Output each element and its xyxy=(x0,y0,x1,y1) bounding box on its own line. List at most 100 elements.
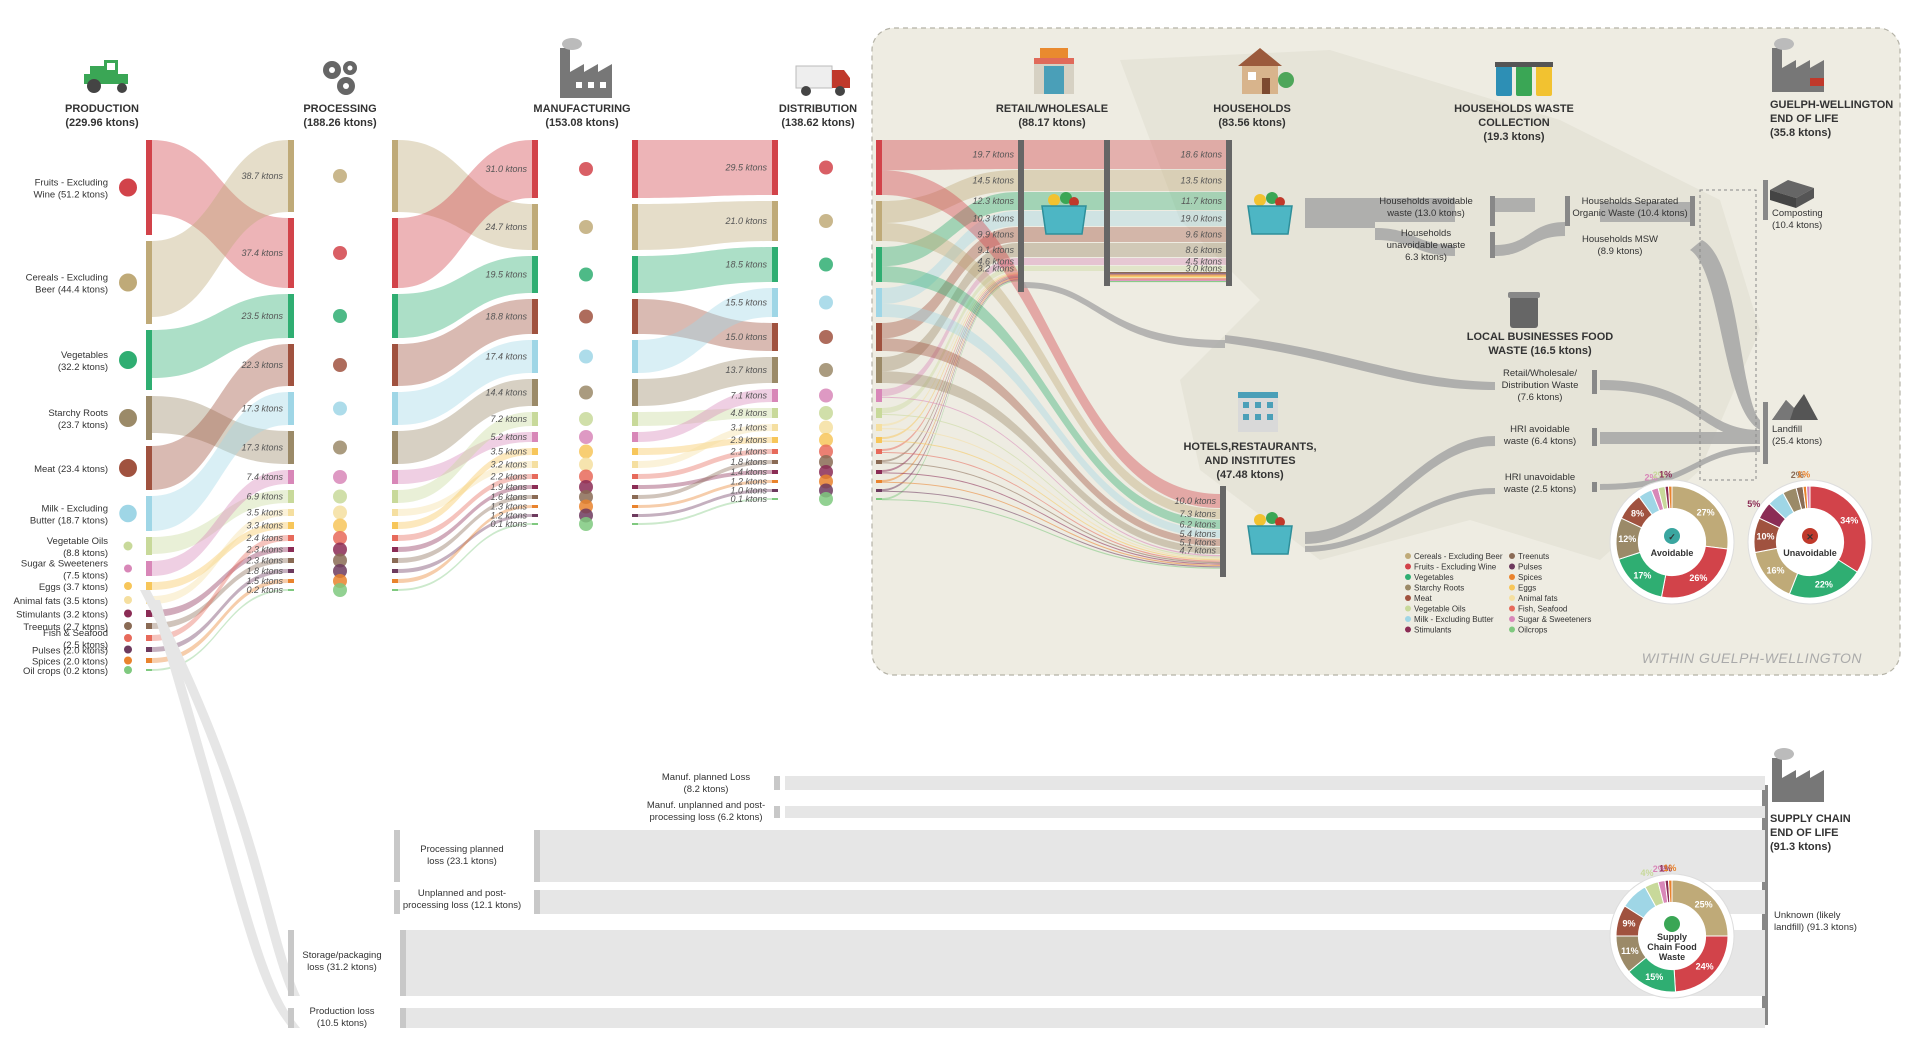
processing-out-bar-vegetables xyxy=(392,294,398,338)
distribution-out-bar-vegetables xyxy=(876,247,882,282)
svg-text:waste (13.0 ktons): waste (13.0 ktons) xyxy=(1386,208,1465,219)
flow-distribution-hri-meat xyxy=(882,338,1220,546)
households-right-bar xyxy=(1226,140,1232,286)
processing-value: 17.3 ktons xyxy=(241,404,283,414)
starchy-icon xyxy=(119,409,137,427)
distribution-value: 1.2 ktons xyxy=(730,477,767,487)
processing-out-bar-oilcrops xyxy=(392,589,398,591)
production-label: Wine (51.2 ktons) xyxy=(34,190,108,201)
processing-out-bar-treenuts xyxy=(392,558,398,563)
processing-value: 3.5 ktons xyxy=(246,508,283,518)
supply-center-label: Supply xyxy=(1657,932,1687,942)
flow-production-eggs xyxy=(152,522,288,590)
distribution-out-bar-pulses xyxy=(876,489,882,492)
flow-processing-oils xyxy=(398,412,532,503)
check-mark: ✓ xyxy=(1668,532,1676,542)
production-bar-vegetables xyxy=(146,330,152,390)
hri-value: 6.2 ktons xyxy=(1179,520,1216,530)
processing-in-bar-oilcrops xyxy=(288,589,294,591)
svg-text:waste (6.4 ktons): waste (6.4 ktons) xyxy=(1503,436,1576,447)
processing-out-bar-pulses xyxy=(392,569,398,573)
manufacturing-value: 31.0 ktons xyxy=(485,164,527,174)
household-band-cereals xyxy=(1110,170,1230,191)
compost-icon xyxy=(1770,180,1814,208)
manufacturing-in-bar-eggs xyxy=(532,448,538,455)
svg-text:LOCAL BUSINESSES FOOD: LOCAL BUSINESSES FOOD xyxy=(1467,331,1614,343)
supply-pct-label: 24% xyxy=(1696,962,1714,972)
oils-icon xyxy=(819,406,833,420)
households-value: 18.6 ktons xyxy=(1180,150,1222,160)
manufacturing-in-bar-spices xyxy=(532,505,538,508)
flow-processing-fruits xyxy=(398,140,532,288)
manufacturing-title: MANUFACTURING xyxy=(533,103,630,115)
flow-production-vegetables xyxy=(152,294,288,378)
processing-in-bar-fish xyxy=(288,535,294,541)
hri-value: 7.3 ktons xyxy=(1179,509,1216,519)
avoidable-pct-label: 2% xyxy=(1644,472,1657,482)
svg-text:(7.6 ktons): (7.6 ktons) xyxy=(1518,392,1563,403)
milk-icon xyxy=(819,295,833,310)
legend-swatch-spices xyxy=(1509,574,1515,580)
loss-nodes xyxy=(288,776,780,1028)
stimulants-icon xyxy=(579,480,593,494)
legend-label: Animal fats xyxy=(1518,594,1558,603)
fish-icon xyxy=(819,444,833,459)
svg-text:processing loss (12.1 ktons): processing loss (12.1 ktons) xyxy=(403,900,521,911)
meat-icon xyxy=(819,330,833,344)
svg-text:(25.4 ktons): (25.4 ktons) xyxy=(1772,436,1822,447)
avoidable-pct-label: 27% xyxy=(1697,507,1715,517)
production-label: Fruits - Excluding xyxy=(35,178,108,189)
legend-swatch-fats xyxy=(1509,595,1515,601)
processing-in-bar-stimulants xyxy=(288,547,294,552)
production-bar-sugar xyxy=(146,561,152,576)
gweol-title2: END OF LIFE xyxy=(1770,113,1838,125)
flow-distribution-retail-sugar xyxy=(882,258,1018,397)
vegetables-icon xyxy=(579,267,593,282)
manufacturing-value: 19.5 ktons xyxy=(485,270,527,280)
production-bar-oils xyxy=(146,537,152,555)
manufacturing-out-bar-oilcrops xyxy=(632,523,638,525)
unavoidable-pct-label: 2% xyxy=(1791,470,1804,480)
bins-icon xyxy=(1495,62,1553,96)
svg-text:WASTE (16.5 ktons): WASTE (16.5 ktons) xyxy=(1488,345,1592,357)
svg-text:Unplanned and post-: Unplanned and post- xyxy=(418,888,506,899)
production-label: Meat (23.4 ktons) xyxy=(34,464,108,475)
manufacturing-out-bar-eggs xyxy=(632,448,638,455)
processing-value: 1.8 ktons xyxy=(246,566,283,576)
manufacturing-in-bar-oilcrops xyxy=(532,523,538,525)
stimulants-icon xyxy=(333,542,347,557)
distribution-in-bar-fruits xyxy=(772,140,778,195)
retail-value: 19.7 ktons xyxy=(972,150,1014,160)
flow-production-meat xyxy=(152,344,288,490)
processing-out-bar-meat xyxy=(392,344,398,386)
processing-value: 2.3 ktons xyxy=(245,556,283,566)
production-label: Cereals - Excluding xyxy=(26,273,108,284)
distribution-out-bar-sugar xyxy=(876,389,882,402)
production-label: (32.2 ktons) xyxy=(58,362,108,373)
distribution-out-bar-stimulants xyxy=(876,470,882,474)
distribution-in-bar-meat xyxy=(772,323,778,351)
gw-factory-icon xyxy=(1772,38,1824,92)
households-value: 13.5 ktons xyxy=(1180,176,1222,186)
distribution-out-bar-fish xyxy=(876,449,882,454)
production-label: Sugar & Sweeteners xyxy=(21,559,108,570)
processing-value: 3.3 ktons xyxy=(246,521,283,531)
unavoidable-pct-label: 10% xyxy=(1757,531,1775,541)
unavoidable-pct-label: 34% xyxy=(1840,515,1858,525)
manufacturing-value: 1.9 ktons xyxy=(490,482,527,492)
processing-in-bar-spices xyxy=(288,579,294,583)
flow-distribution-hri-oilcrops xyxy=(882,499,1220,569)
distribution-in-bar-vegetables xyxy=(772,247,778,282)
flow-distribution-hri-fruits xyxy=(882,170,1220,508)
supply-pct-label: 9% xyxy=(1622,919,1635,929)
households-value: 11.7 ktons xyxy=(1181,196,1222,206)
flow-manufacturing-vegetables xyxy=(638,247,772,293)
loss-bands xyxy=(140,590,1765,1028)
legend-swatch-oils xyxy=(1405,605,1411,612)
manufacturing-in-bar-fish xyxy=(532,474,538,479)
legend-swatch-meat xyxy=(1405,595,1411,601)
distribution-value: 18.5 ktons xyxy=(725,260,767,270)
flow-manufacturing-eggs xyxy=(638,437,772,455)
flow-distribution-retail-oilcrops xyxy=(882,280,1018,500)
